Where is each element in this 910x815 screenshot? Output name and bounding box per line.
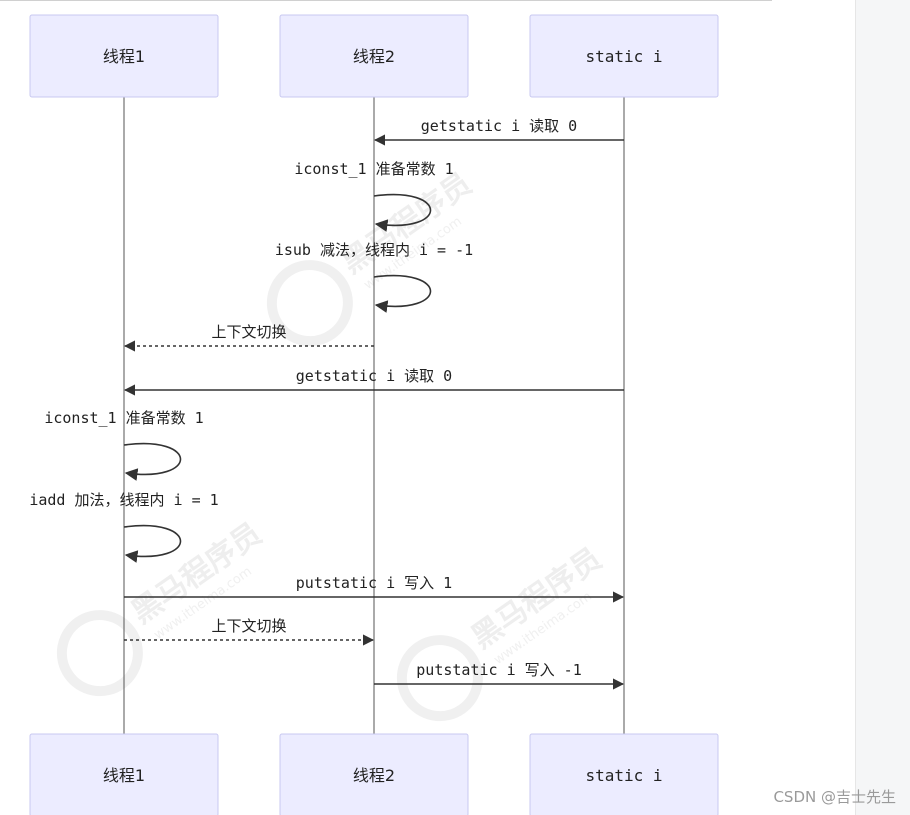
message: 上下文切换 <box>123 323 374 352</box>
actor-label: 线程2 <box>353 47 395 66</box>
actor-bottom: 线程2 <box>279 733 469 815</box>
actor-label: static i <box>585 47 662 66</box>
actors-top: 线程1 线程2 static i <box>29 14 719 98</box>
message: 上下文切换 <box>124 617 375 646</box>
message-label: iconst_1 准备常数 1 <box>44 409 203 427</box>
self-loop-arrow <box>373 193 432 232</box>
message: getstatic i 读取 0 <box>373 117 624 146</box>
actor-box <box>529 14 719 98</box>
message: putstatic i 写入 1 <box>124 574 625 603</box>
self-loop-arrow <box>123 524 182 563</box>
message-label: getstatic i 读取 0 <box>421 117 577 135</box>
actor-label: 线程1 <box>103 766 145 785</box>
actor-bottom: static i <box>529 733 719 815</box>
actor-box <box>279 733 469 815</box>
self-loop-arrow <box>123 442 182 481</box>
side-panel <box>855 0 910 815</box>
actor-top: 线程2 <box>279 14 469 98</box>
messages: getstatic i 读取 0 iconst_1 准备常数 1 isub 减法，线… <box>29 117 625 690</box>
self-loop-arrow <box>373 274 432 313</box>
actor-box <box>29 733 219 815</box>
top-divider <box>0 0 772 1</box>
actor-bottom: 线程1 <box>29 733 219 815</box>
watermark-logo-icon <box>396 635 483 722</box>
watermark-logo-icon <box>266 260 353 347</box>
message-label: putstatic i 写入 1 <box>296 574 452 592</box>
message: getstatic i 读取 0 <box>123 367 624 396</box>
actor-top: 线程1 <box>29 14 219 98</box>
actor-label: static i <box>585 766 662 785</box>
message-label: getstatic i 读取 0 <box>296 367 452 385</box>
actor-label: 线程2 <box>353 766 395 785</box>
actor-box <box>529 733 719 815</box>
actor-box <box>29 14 219 98</box>
message-label: isub 减法，线程内 i = -1 <box>275 241 473 259</box>
message-label: iconst_1 准备常数 1 <box>294 160 453 178</box>
message: isub 减法，线程内 i = -1 <box>275 241 473 313</box>
message: putstatic i 写入 -1 <box>374 661 625 690</box>
message: iconst_1 准备常数 1 <box>44 409 204 481</box>
footer-credit: CSDN @吉士先生 <box>773 788 896 806</box>
actors-bottom: 线程1 线程2 static i <box>29 733 719 815</box>
lifelines <box>123 97 625 734</box>
actor-top: static i <box>529 14 719 98</box>
message: iadd 加法，线程内 i = 1 <box>29 491 219 563</box>
message-label: 上下文切换 <box>211 617 286 635</box>
message: iconst_1 准备常数 1 <box>294 160 454 232</box>
message-label: putstatic i 写入 -1 <box>416 661 581 679</box>
actor-box <box>279 14 469 98</box>
actor-label: 线程1 <box>103 47 145 66</box>
message-label: iadd 加法，线程内 i = 1 <box>29 491 218 509</box>
message-label: 上下文切换 <box>211 323 286 341</box>
watermark-logo-icon <box>56 610 143 697</box>
